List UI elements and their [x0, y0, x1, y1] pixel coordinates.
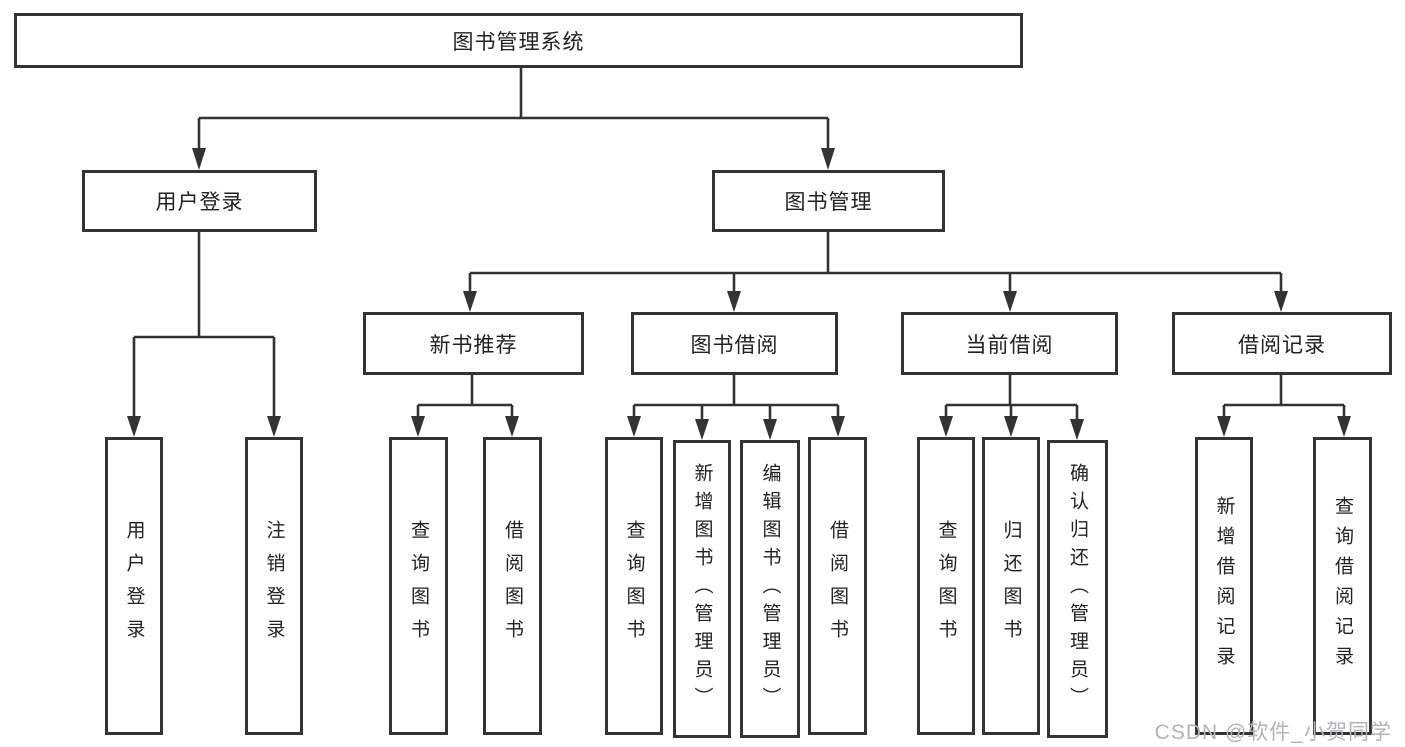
wire-root-to-branches [192, 68, 835, 170]
leaf-query-book-1: 查询图书 [389, 437, 448, 735]
wire-bookborrow-to-leaves [627, 375, 845, 440]
leaf-query-book-2: 查询图书 [605, 437, 663, 735]
wire-newbookrec-to-leaves [411, 375, 519, 437]
leaf-logout-label: 注销登录 [263, 520, 285, 652]
node-book-borrow: 图书借阅 [631, 312, 838, 375]
node-current-borrow: 当前借阅 [901, 312, 1118, 375]
node-root: 图书管理系统 [14, 13, 1023, 68]
node-borrow-record: 借阅记录 [1172, 312, 1392, 375]
leaf-query-borrow-record-label: 查询借阅记录 [1332, 496, 1353, 676]
node-root-label: 图书管理系统 [452, 30, 585, 54]
leaf-add-borrow-record: 新增借阅记录 [1195, 437, 1253, 735]
leaf-borrow-book-1-label: 借阅图书 [502, 520, 523, 652]
leaf-logout: 注销登录 [245, 437, 303, 735]
node-user-login: 用户登录 [82, 170, 317, 232]
leaf-borrow-book-2-label: 借阅图书 [827, 520, 848, 652]
node-new-book-recommend: 新书推荐 [363, 312, 584, 375]
node-book-management-label: 图书管理 [784, 191, 873, 214]
leaf-user-login: 用户登录 [105, 437, 163, 735]
leaf-add-book-admin: 新增图书（管理员） [673, 440, 731, 738]
leaf-add-borrow-record-label: 新增借阅记录 [1213, 496, 1235, 676]
wire-userlogin-to-leaves [127, 232, 281, 437]
leaf-confirm-return-admin: 确认归还（管理员） [1047, 440, 1108, 738]
leaf-query-book-3: 查询图书 [917, 437, 975, 735]
node-current-borrow-label: 当前借阅 [965, 333, 1054, 357]
csdn-watermark: CSDN @软件_小贺同学 [1154, 721, 1392, 744]
leaf-return-book-label: 归还图书 [1000, 520, 1022, 652]
wire-borrowrecord-to-leaves [1217, 375, 1351, 437]
node-book-borrow-label: 图书借阅 [690, 333, 779, 357]
node-book-management: 图书管理 [712, 170, 945, 232]
leaf-confirm-return-admin-label: 确认归还（管理员） [1067, 463, 1088, 715]
leaf-query-book-3-label: 查询图书 [935, 520, 957, 652]
wire-bookmgmt-to-modules [463, 232, 1288, 312]
leaf-query-book-2-label: 查询图书 [623, 520, 645, 652]
wire-currentborrow-to-leaves [939, 375, 1084, 440]
leaf-borrow-book-1: 借阅图书 [483, 437, 542, 735]
leaf-query-borrow-record: 查询借阅记录 [1313, 437, 1372, 735]
node-user-login-label: 用户登录 [155, 191, 244, 214]
leaf-return-book: 归还图书 [982, 437, 1040, 735]
leaf-borrow-book-2: 借阅图书 [808, 437, 867, 735]
leaf-edit-book-admin: 编辑图书（管理员） [740, 440, 800, 738]
leaf-add-book-admin-label: 新增图书（管理员） [691, 463, 713, 715]
leaf-user-login-label: 用户登录 [123, 520, 145, 652]
node-borrow-record-label: 借阅记录 [1238, 333, 1326, 357]
leaf-query-book-1-label: 查询图书 [408, 520, 429, 652]
leaf-edit-book-admin-label: 编辑图书（管理员） [759, 463, 781, 715]
node-new-book-recommend-label: 新书推荐 [429, 333, 518, 357]
